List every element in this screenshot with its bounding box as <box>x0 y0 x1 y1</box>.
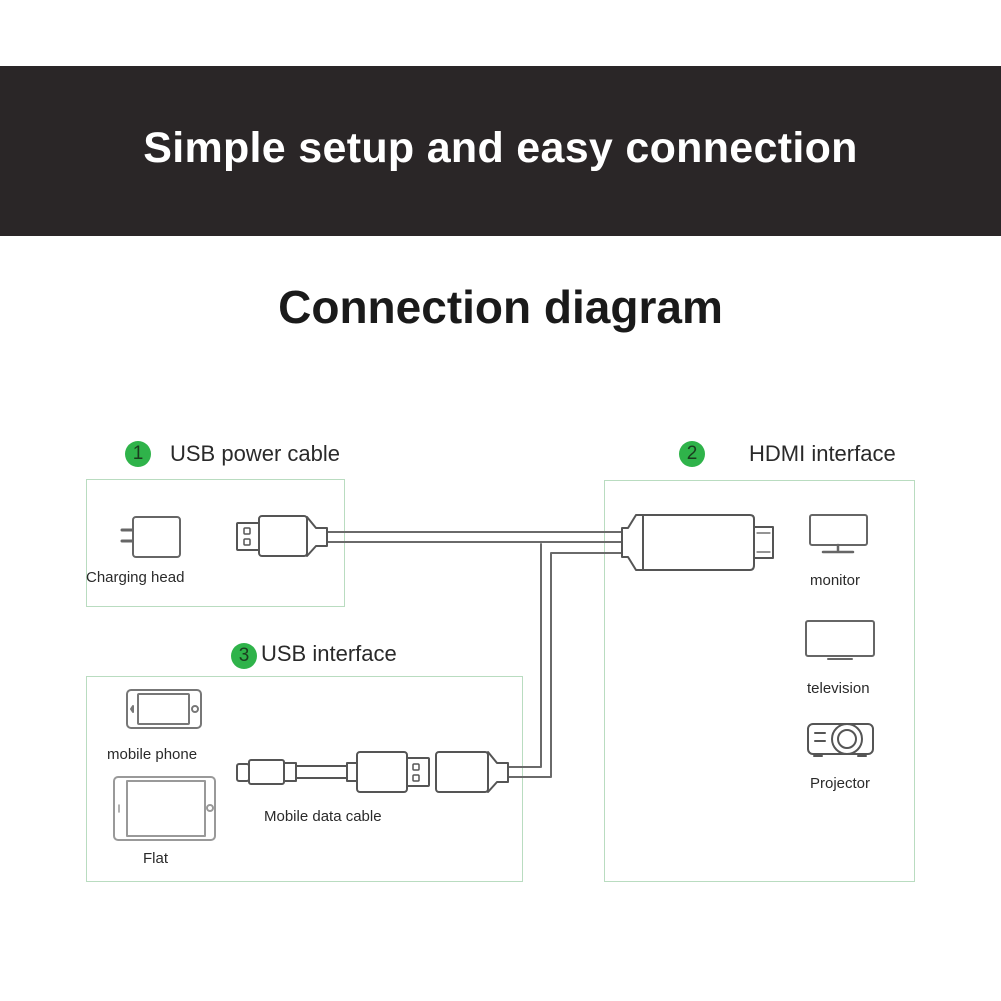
section-label-usb-power-cable: USB power cable <box>170 441 340 466</box>
banner-title: Simple setup and easy connection <box>143 123 858 172</box>
usb-female-socket-icon <box>435 751 509 793</box>
step-badge-2: 2 <box>679 441 705 467</box>
television-icon <box>805 620 875 660</box>
usb-interface-box <box>86 676 523 882</box>
header-banner: Simple setup and easy connection <box>0 66 1001 236</box>
data-cable-inner <box>507 543 542 768</box>
caption-charging-head: Charging head <box>86 569 185 586</box>
data-cable-outer <box>507 552 623 778</box>
step-badge-1: 1 <box>125 441 151 467</box>
section-label-hdmi-interface: HDMI interface <box>749 441 896 466</box>
caption-television: television <box>807 680 870 697</box>
mobile-phone-icon <box>126 689 202 729</box>
monitor-icon <box>809 514 868 554</box>
usb-a-plug-icon <box>236 515 328 557</box>
diagram-title: Connection diagram <box>278 281 723 333</box>
mobile-data-cable-icon <box>236 751 430 793</box>
cable-lines <box>326 531 623 778</box>
caption-mobile-data-cable: Mobile data cable <box>264 808 382 825</box>
hdmi-interface-box <box>604 480 915 882</box>
tablet-icon <box>113 776 216 841</box>
caption-tablet: Flat <box>143 850 169 867</box>
projector-icon <box>807 723 874 757</box>
section-label-usb-interface: USB interface <box>261 641 397 666</box>
charging-head-icon <box>120 516 181 558</box>
caption-monitor: monitor <box>810 572 861 589</box>
caption-projector: Projector <box>810 775 871 792</box>
caption-mobile-phone: mobile phone <box>107 746 198 763</box>
hdmi-plug-icon <box>621 514 774 571</box>
step-badge-3: 3 <box>231 643 257 669</box>
